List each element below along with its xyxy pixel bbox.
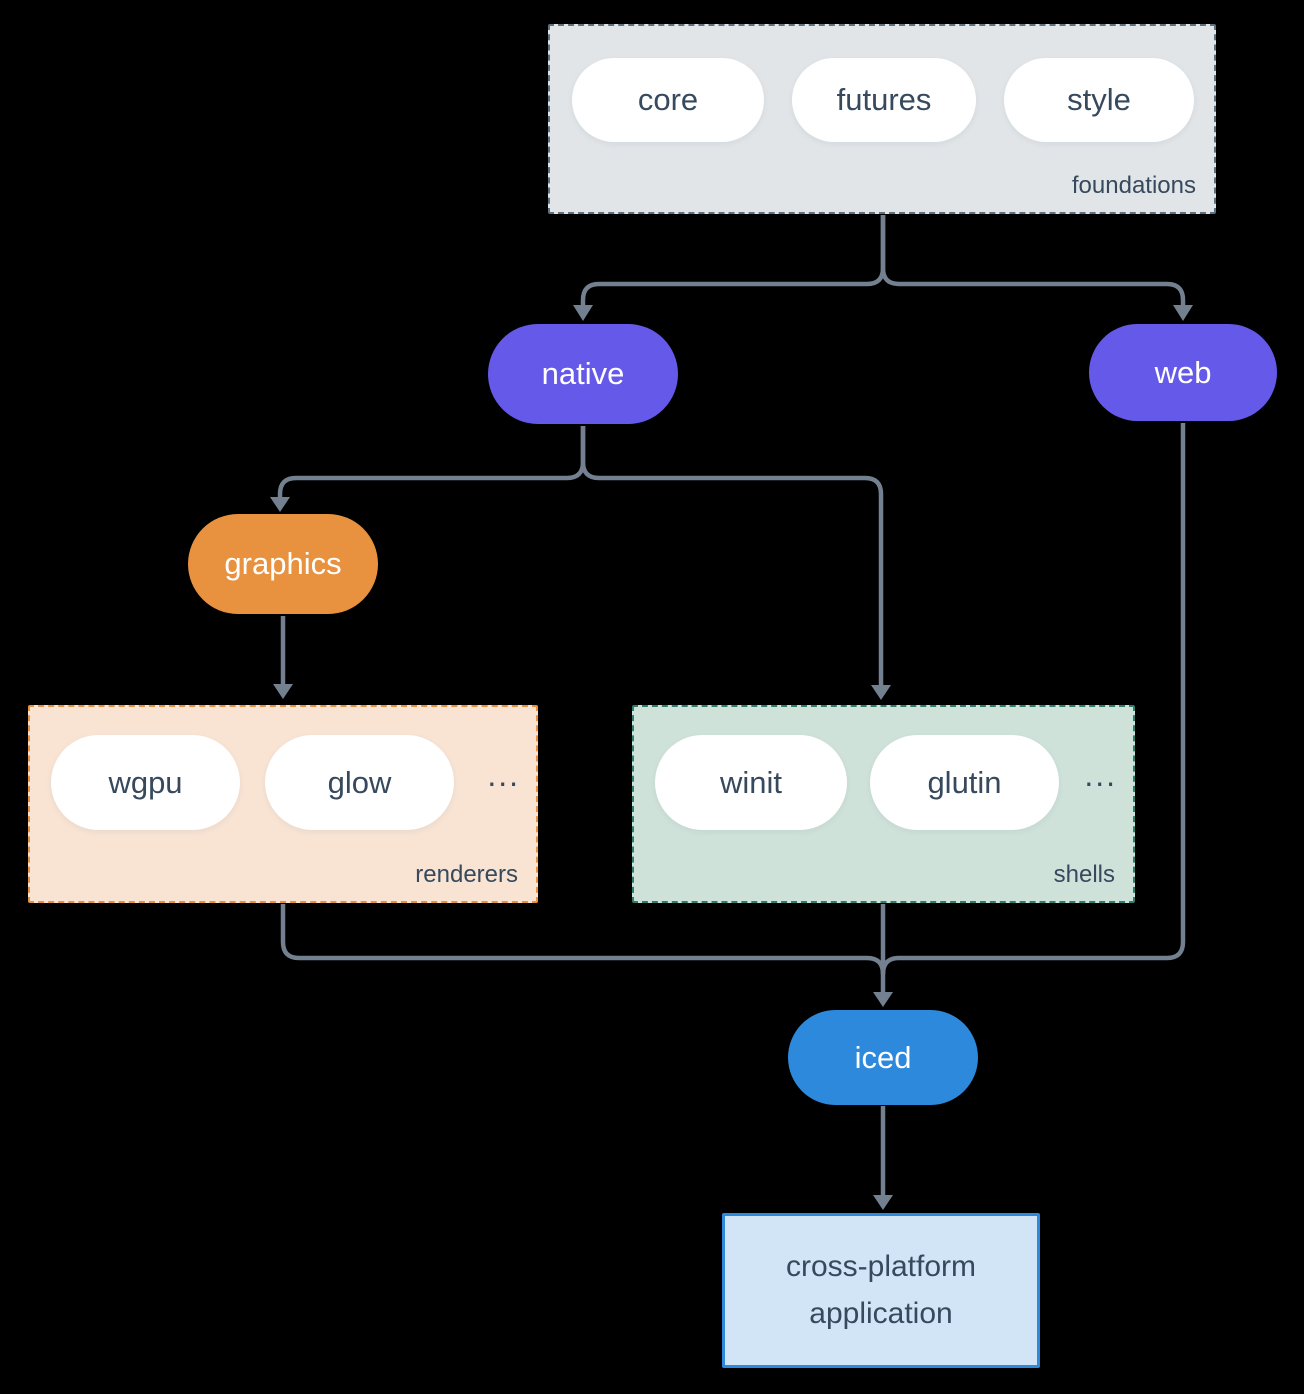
node-glow: glow [265,735,454,830]
node-style-label: style [1067,82,1131,117]
arrowhead-application [873,1195,893,1210]
node-winit-label: winit [719,764,782,800]
node-graphics-label: graphics [224,546,342,581]
node-futures: futures [792,58,976,142]
connector-native-graphics [277,426,586,497]
node-cross-platform-application-label: cross-platform application [785,1250,977,1330]
renderers-group-box: wgpu glow ... renderers [28,705,538,903]
arrowhead-graphics [270,497,290,512]
shells-group-label: shells [1053,861,1115,888]
connector-native-shells [580,426,884,685]
connector-renderers-iced [280,904,886,975]
node-glutin-label: glutin [927,764,1002,800]
arrowhead-native [573,305,593,321]
shells-ellipsis: ... [1084,757,1117,793]
node-core-label: core [637,82,699,117]
node-glow-label: glow [327,764,392,800]
shells-group-box: winit glutin ... shells [632,705,1135,903]
arrowhead-shells [871,685,891,700]
connector-foundations-web [880,215,1186,305]
node-glutin: glutin [870,735,1059,830]
node-core: core [572,58,764,142]
arrowhead-iced [873,992,893,1007]
foundations-group-box: core futures style foundations [548,24,1216,214]
node-web: web [1089,324,1277,421]
foundations-group-label: foundations [1071,172,1196,199]
node-native: native [488,324,678,424]
node-style: style [1004,58,1194,142]
node-iced-label: iced [854,1039,912,1075]
node-native-label: native [541,356,625,391]
arrowhead-web [1173,305,1193,321]
node-futures-label: futures [836,82,932,117]
arrowhead-renderers [273,684,293,699]
renderers-ellipsis: ... [487,757,520,793]
renderers-group-label: renderers [415,861,518,888]
node-iced: iced [788,1010,978,1105]
node-graphics: graphics [188,514,378,614]
node-cross-platform-application: cross-platform application [722,1213,1040,1368]
node-web-label: web [1154,354,1212,390]
node-wgpu-label: wgpu [108,764,183,800]
node-wgpu: wgpu [51,735,240,830]
node-winit: winit [655,735,847,830]
connector-foundations-native [580,215,886,305]
